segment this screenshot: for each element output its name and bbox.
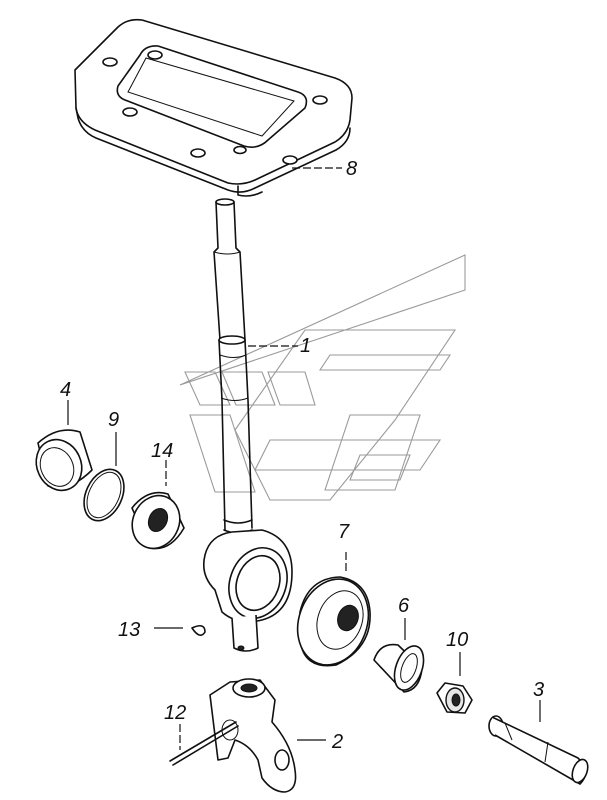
callout-2: 2 (331, 731, 343, 753)
callout-1: 1 (300, 335, 311, 357)
part-9-o-ring (83, 468, 125, 522)
callout-labels: 1 2 3 4 6 7 8 9 10 12 13 14 (60, 158, 544, 753)
callout-4: 4 (60, 379, 71, 401)
callout-7: 7 (338, 521, 350, 543)
part-13-key (191, 624, 206, 636)
leader-lines (67, 167, 541, 750)
lever-housing (202, 529, 293, 652)
callout-9: 9 (108, 409, 119, 431)
callout-3: 3 (533, 679, 544, 701)
callout-14: 14 (151, 440, 173, 462)
part-10-nut (436, 682, 473, 714)
part-6-bushing (373, 643, 425, 693)
part-1-shift-rod (213, 198, 253, 534)
part-12-pin (169, 721, 239, 766)
watermark-logo (179, 254, 466, 501)
callout-8: 8 (346, 158, 357, 180)
part-4-ring (35, 429, 93, 492)
callout-6: 6 (398, 595, 410, 617)
callout-10: 10 (446, 629, 468, 651)
part-3-shaft (488, 715, 589, 785)
part-2-fork (209, 678, 297, 793)
part-14-bearing (131, 491, 185, 550)
part-7-seal (296, 576, 371, 667)
callout-13: 13 (118, 619, 140, 641)
callout-12: 12 (164, 702, 186, 724)
part-8-cover-plate (74, 18, 353, 197)
